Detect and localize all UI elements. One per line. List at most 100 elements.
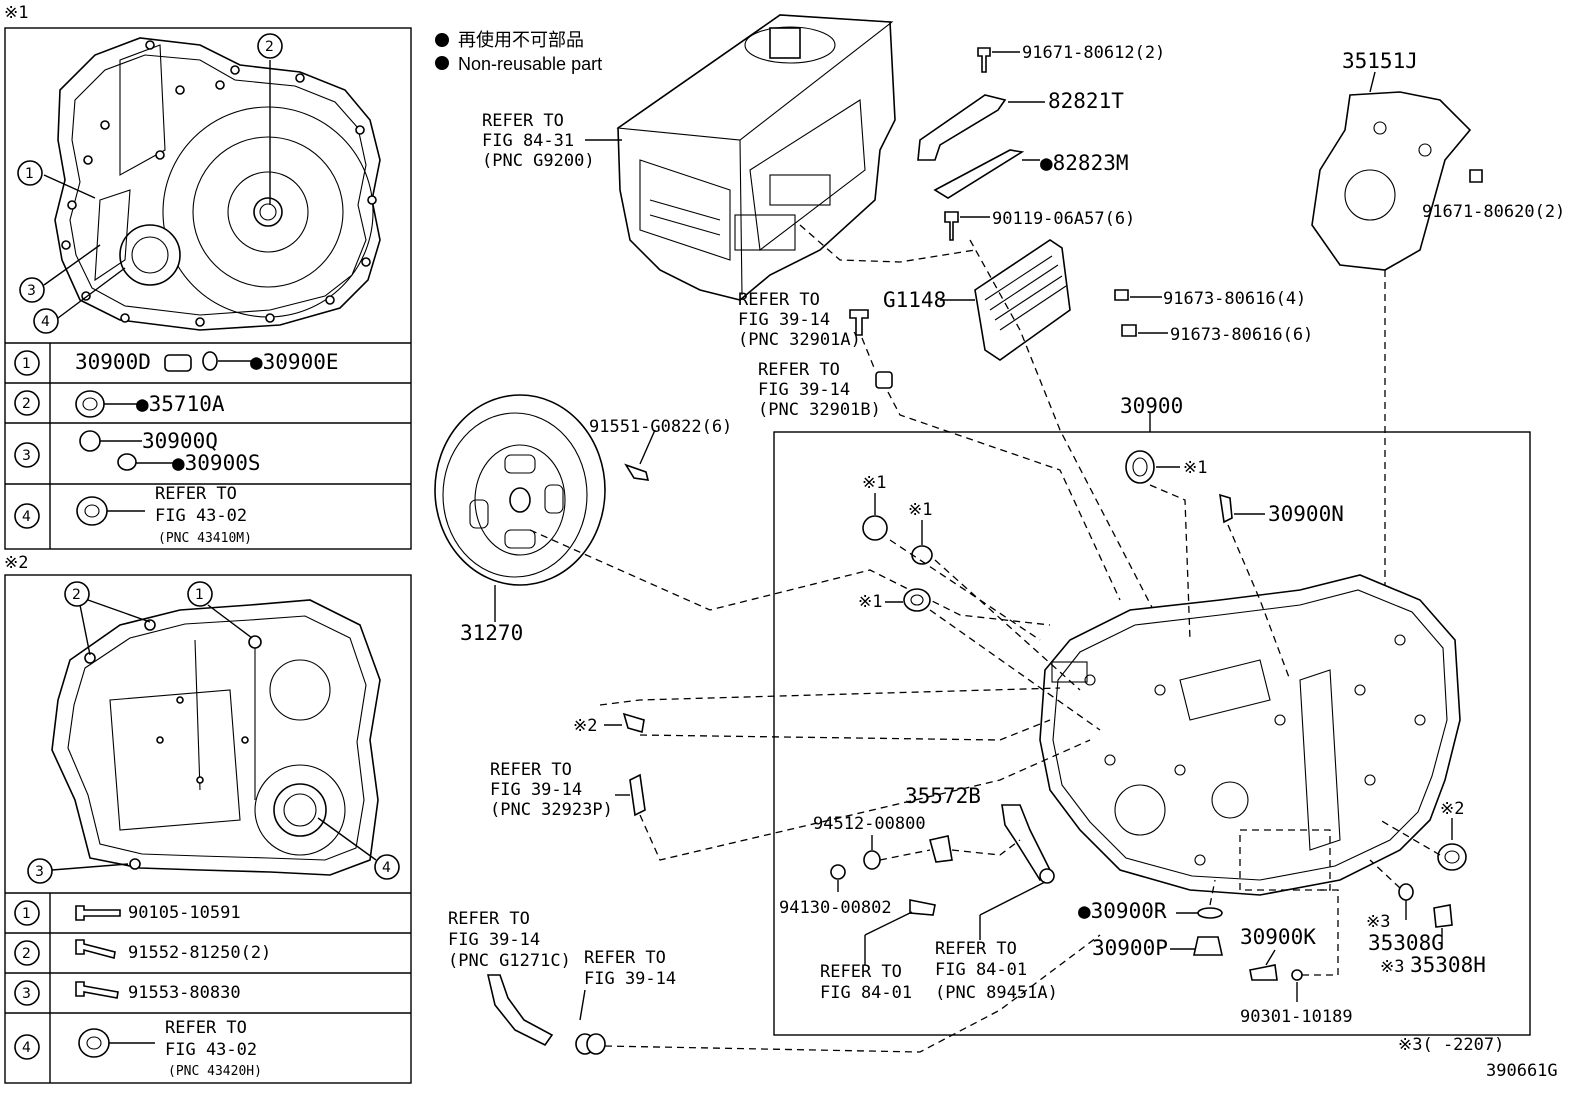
leader-dashed (799, 224, 976, 263)
svg-text:1: 1 (22, 906, 31, 922)
svg-text:35308G: 35308G (1368, 931, 1444, 955)
svg-text:REFER TO: REFER TO (155, 484, 237, 504)
bolt-91671-80612: 91671-80612(2) (977, 43, 1165, 73)
inset2-row-4: 4 REFER TO FIG 43-02 (PNC 43420H) (14, 1018, 262, 1079)
svg-text:2: 2 (22, 396, 31, 412)
svg-text:FIG 39-14: FIG 39-14 (490, 780, 582, 800)
svg-text:4: 4 (22, 1040, 31, 1056)
svg-text:3: 3 (35, 864, 44, 880)
svg-text:FIG 84-31: FIG 84-31 (482, 131, 574, 151)
leader-dashed (1369, 859, 1401, 889)
refer-89451A: REFER TO FIG 84-01 (PNC 89451A) (935, 881, 1058, 1003)
sensor-30900K: 30900K 90301-10189 (1240, 925, 1353, 1027)
svg-text:94130-00802: 94130-00802 (779, 898, 892, 918)
svg-text:FIG 39-14: FIG 39-14 (448, 930, 540, 950)
refer-39-14: REFER TO FIG 39-14 (575, 948, 676, 1055)
svg-text:●30900R: ●30900R (1078, 899, 1167, 923)
switch-35572B: 35572B (905, 784, 1055, 884)
row-number: 1 (22, 356, 31, 372)
inset1-row-2: 2 ●35710A (14, 390, 225, 418)
svg-text:REFER TO: REFER TO (165, 1018, 247, 1038)
inset2-heading: ※2 (4, 553, 28, 573)
leader-dashed (599, 687, 1061, 706)
inset1-box (4, 27, 412, 550)
svg-text:※1: ※1 (862, 473, 886, 493)
leader-dashed (529, 529, 1051, 626)
svg-text:35572B: 35572B (905, 784, 981, 808)
svg-text:3: 3 (22, 448, 31, 464)
svg-text:FIG 43-02: FIG 43-02 (155, 506, 247, 526)
bolt-refer-84-01: REFER TO FIG 84-01 (820, 899, 936, 1003)
svg-text:※3: ※3 (1380, 957, 1404, 977)
part-91552-81250: 91552-81250(2) (128, 943, 271, 963)
bolt-91673-80616-4: 91673-80616(4) (1114, 289, 1306, 309)
svg-text:4: 4 (41, 314, 50, 330)
oil-seal-icon (78, 1028, 110, 1058)
inset1-row-4: 4 REFER TO FIG 43-02 (PNC 43410M) (14, 484, 252, 546)
svg-text:(PNC 32901B): (PNC 32901B) (758, 400, 881, 420)
seal-30900-top: ※1 (1125, 450, 1207, 484)
bolt-note2: ※2 (573, 712, 645, 736)
svg-text:30900P: 30900P (1092, 936, 1168, 960)
plug-icon (79, 430, 101, 452)
part-30900E: ●30900E (250, 350, 339, 374)
svg-text:30900K: 30900K (1240, 925, 1316, 949)
legend-en: Non-reusable part (458, 54, 602, 74)
oring-35308G: ※3 35308G (1366, 883, 1444, 955)
svg-text:REFER TO: REFER TO (490, 760, 572, 780)
inset2-row-3: 3 91553-80830 (14, 980, 241, 1006)
bolt-91673-80616-6: 91673-80616(6) (1121, 324, 1313, 345)
plug-35308H: ※3 35308H (1380, 904, 1486, 977)
svg-text:※1: ※1 (1183, 458, 1207, 478)
transaxle-drawing (1039, 574, 1461, 896)
leader-dashed (1209, 879, 1216, 906)
part-30900D: 30900D (75, 350, 151, 374)
legend-jp: 再使用不可部品 (458, 30, 584, 50)
svg-text:91673-80616(4): 91673-80616(4) (1163, 289, 1306, 309)
svg-text:(PNC 89451A): (PNC 89451A) (935, 983, 1058, 1003)
svg-text:FIG 43-02: FIG 43-02 (165, 1040, 257, 1060)
svg-text:●82823M: ●82823M (1040, 151, 1129, 175)
gasket-icon (202, 351, 218, 371)
svg-text:(PNC G9200): (PNC G9200) (482, 151, 595, 171)
transaxle-case-drawing-1 (54, 37, 381, 331)
inverter-assembly-drawing (616, 14, 896, 301)
refer-G1271C: REFER TO FIG 39-14 (PNC G1271C) (448, 909, 571, 1047)
leader-dashed (951, 839, 1021, 856)
svg-text:35308H: 35308H (1410, 953, 1486, 977)
svg-text:90119-06A57(6): 90119-06A57(6) (992, 209, 1135, 229)
inset1-row-3: 3 30900Q ●30900S (14, 429, 261, 475)
svg-text:2: 2 (265, 39, 274, 55)
svg-text:91673-80616(6): 91673-80616(6) (1170, 325, 1313, 345)
svg-text:G1148: G1148 (883, 288, 946, 312)
inset2-box (4, 574, 412, 1084)
leader-dashed (604, 934, 1101, 1053)
refer-32901B: REFER TO FIG 39-14 (PNC 32901B) (758, 360, 893, 420)
figure-code: 390661G (1486, 1061, 1558, 1081)
bolt-icon (75, 981, 119, 999)
svg-text:4: 4 (382, 860, 391, 876)
part-91553-80830: 91553-80830 (128, 983, 241, 1003)
oil-seal-icon (76, 496, 108, 526)
inset2-callouts: 2 1 3 4 (27, 581, 400, 884)
plug-30900P: 30900P (1092, 936, 1223, 960)
leader-dashed (639, 739, 1091, 861)
transaxle-assembly-box (773, 431, 1531, 1036)
bullet-icon (435, 33, 449, 47)
leader-dashed (969, 239, 1201, 701)
leader-dashed (879, 849, 931, 861)
bolt-icon (75, 939, 116, 959)
svg-text:82821T: 82821T (1048, 89, 1124, 113)
bracket-82821T: 82821T (917, 89, 1124, 161)
seal-note1: ※1 (858, 588, 931, 612)
bolt-icon (75, 905, 121, 921)
nut-94130: 94130-00802 (779, 864, 892, 918)
svg-text:91551-G0822(6): 91551-G0822(6) (589, 417, 732, 437)
svg-text:90301-10189: 90301-10189 (1240, 1007, 1353, 1027)
inset2-row-2: 2 91552-81250(2) (14, 939, 271, 966)
svg-text:2: 2 (22, 946, 31, 962)
part-30900S: ●30900S (172, 451, 261, 475)
connector-G1148: G1148 (883, 239, 1071, 361)
svg-text:FIG 39-14: FIG 39-14 (758, 380, 850, 400)
svg-text:FIG 39-14: FIG 39-14 (584, 969, 676, 989)
